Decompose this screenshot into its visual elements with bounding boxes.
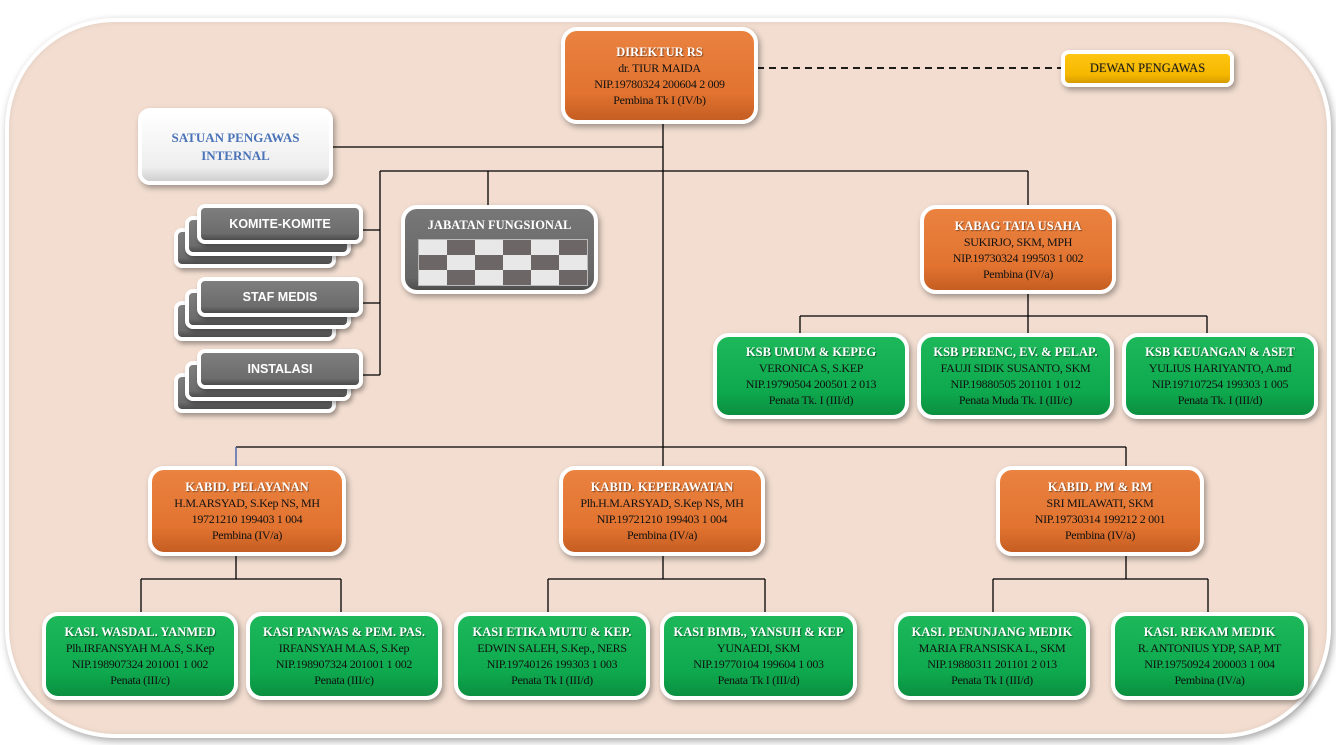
kabid-rank: Pembina (IV/a) [1064, 528, 1136, 542]
ksb-box-perencanaan[interactable]: KSB PERENC, EV. & PELAP. FAUJI SIDIK SUS… [917, 333, 1114, 419]
kabag-rank: Pembina (IV/a) [982, 266, 1054, 281]
ksb-title: KSB KEUANGAN & ASET [1145, 345, 1295, 359]
kasi-box-penunjang-medik[interactable]: KASI. PENUNJANG MEDIK MARIA FRANSISKA L.… [894, 612, 1090, 700]
kasi-name: YUNAEDI, SKM [716, 641, 801, 655]
kabid-rank: Pembina (IV/a) [211, 528, 283, 542]
ksb-name: YULIUS HARIYANTO, A.md [1148, 361, 1292, 375]
ksb-nip: NIP.19790504 200501 2 013 [745, 377, 877, 391]
komite-box[interactable]: KOMITE-KOMITE [197, 204, 363, 244]
ksb-title: KSB UMUM & KEPEG [745, 345, 877, 359]
jabatan-fungsional-box[interactable]: JABATAN FUNGSIONAL [401, 205, 598, 294]
ksb-nip: NIP.19880505 201101 1 012 [950, 377, 1081, 391]
kabag-title: KABAG TATA USAHA [954, 218, 1082, 233]
kasi-box-rekam-medik[interactable]: KASI. REKAM MEDIK R. ANTONIUS YDP, SAP, … [1111, 612, 1308, 700]
kasi-box-wasdal[interactable]: KASI. WASDAL. YANMED Plh.IRFANSYAH M.A.S… [42, 612, 238, 700]
ksb-box-umum[interactable]: KSB UMUM & KEPEG VERONICA S, S.KEP NIP.1… [713, 333, 909, 419]
instalasi-box[interactable]: INSTALASI [197, 349, 363, 389]
director-name: dr. TIUR MAIDA [618, 60, 701, 75]
director-box[interactable]: DIREKTUR RS dr. TIUR MAIDA NIP.19780324 … [561, 27, 758, 124]
kabid-name: SRI MILAWATI, SKM [1046, 496, 1154, 510]
kasi-title: KASI. WASDAL. YANMED [64, 625, 216, 639]
ksb-nip: NIP.197107254 199303 1 005 [1151, 377, 1289, 391]
kasi-rank: Penata (III/c) [110, 673, 170, 687]
kasi-name: IRFANSYAH M.A.S, S.Kep [278, 641, 410, 655]
kabid-box-keperawatan[interactable]: KABID. KEPERAWATAN Plh.H.M.ARSYAD, S.Kep… [559, 466, 765, 556]
kabag-nip: NIP.19730324 199503 1 002 [952, 250, 1084, 265]
dewan-pengawas-box[interactable]: DEWAN PENGAWAS [1061, 50, 1234, 87]
kabid-name: Plh.H.M.ARSYAD, S.Kep NS, MH [580, 496, 744, 510]
kabid-title: KABID. PM & RM [1047, 480, 1153, 494]
kabid-box-pm-rm[interactable]: KABID. PM & RM SRI MILAWATI, SKM NIP.197… [996, 466, 1204, 556]
kabag-box[interactable]: KABAG TATA USAHA SUKIRJO, SKM, MPH NIP.1… [920, 205, 1116, 294]
kasi-title: KASI BIMB., YANSUH & KEP [673, 625, 844, 639]
spi-label-line1: SATUAN PENGAWAS [171, 129, 300, 145]
kasi-title: KASI. PENUNJANG MEDIK [911, 625, 1073, 639]
kabid-title: KABID. KEPERAWATAN [590, 480, 734, 494]
ksb-name: VERONICA S, S.KEP [758, 361, 864, 375]
instalasi-label: INSTALASI [247, 362, 313, 376]
komite-label: KOMITE-KOMITE [229, 217, 331, 231]
spi-box[interactable]: SATUAN PENGAWAS INTERNAL [138, 108, 333, 185]
ksb-name: FAUJI SIDIK SUSANTO, SKM [940, 361, 1091, 375]
kasi-title: KASI PANWAS & PEM. PAS. [262, 625, 426, 639]
kasi-nip: NIP.19880311 201101 2 013 [927, 657, 1057, 671]
kabid-nip: NIP.19730314 199212 2 001 [1034, 512, 1166, 526]
kasi-nip: NIP.198907324 201001 1 002 [275, 657, 413, 671]
kasi-box-bimbingan[interactable]: KASI BIMB., YANSUH & KEP YUNAEDI, SKM NI… [660, 612, 857, 700]
kasi-name: Plh.IRFANSYAH M.A.S, S.Kep [65, 641, 215, 655]
kasi-title: KASI. REKAM MEDIK [1143, 625, 1276, 639]
kasi-nip: NIP.19750924 200003 1 004 [1144, 657, 1275, 671]
kasi-rank: Penata Tk I (III/d) [511, 673, 593, 687]
ksb-box-keuangan[interactable]: KSB KEUANGAN & ASET YULIUS HARIYANTO, A.… [1122, 333, 1318, 419]
staf-medis-label: STAF MEDIS [242, 290, 318, 304]
ksb-rank: Penata Tk. I (III/d) [1177, 393, 1263, 407]
kasi-box-etika-mutu[interactable]: KASI ETIKA MUTU & KEP. EDWIN SALEH, S.Ke… [454, 612, 650, 700]
staf-medis-box[interactable]: STAF MEDIS [197, 277, 363, 317]
director-rank: Pembina Tk I (IV/b) [613, 92, 706, 107]
spi-label-line2: INTERNAL [201, 147, 270, 163]
kasi-title: KASI ETIKA MUTU & KEP. [472, 625, 632, 639]
kasi-nip: NIP.19740126 199303 1 003 [486, 657, 618, 671]
kabid-title: KABID. PELAYANAN [185, 480, 309, 494]
kasi-nip: NIP.19770104 199604 1 003 [693, 657, 824, 671]
kabid-name: H.M.ARSYAD, S.Kep NS, MH [174, 496, 320, 510]
kabid-box-pelayanan[interactable]: KABID. PELAYANAN H.M.ARSYAD, S.Kep NS, M… [148, 466, 346, 556]
kabag-name: SUKIRJO, SKM, MPH [963, 234, 1073, 249]
kasi-rank: Penata Tk I (III/d) [717, 673, 800, 687]
kasi-name: R. ANTONIUS YDP, SAP, MT [1137, 641, 1282, 655]
jabatan-fungsional-label: JABATAN FUNGSIONAL [427, 218, 572, 232]
checker-pattern [418, 239, 588, 286]
kasi-rank: Pembina (IV/a) [1174, 673, 1245, 687]
kasi-rank: Penata Tk I (III/d) [951, 673, 1033, 687]
director-nip: NIP.19780324 200604 2 009 [594, 76, 725, 91]
kasi-nip: NIP.198907324 201001 1 002 [71, 657, 209, 671]
ksb-title: KSB PERENC, EV. & PELAP. [933, 345, 1098, 359]
ksb-rank: Penata Muda Tk. I (III/c) [958, 393, 1073, 407]
kabid-rank: Pembina (IV/a) [626, 528, 698, 542]
director-title: DIREKTUR RS [616, 44, 703, 59]
kasi-rank: Penata (III/c) [314, 673, 374, 687]
kasi-name: MARIA FRANSISKA L., SKM [918, 641, 1066, 655]
kasi-name: EDWIN SALEH, S.Kep., NERS [477, 641, 627, 655]
kasi-box-panwas[interactable]: KASI PANWAS & PEM. PAS. IRFANSYAH M.A.S,… [246, 612, 442, 700]
ksb-rank: Penata Tk. I (III/d) [768, 393, 854, 407]
kabid-nip: 19721210 199403 1 004 [191, 512, 303, 526]
kabid-nip: NIP.19721210 199403 1 004 [596, 512, 728, 526]
dewan-pengawas-label: DEWAN PENGAWAS [1089, 61, 1206, 75]
